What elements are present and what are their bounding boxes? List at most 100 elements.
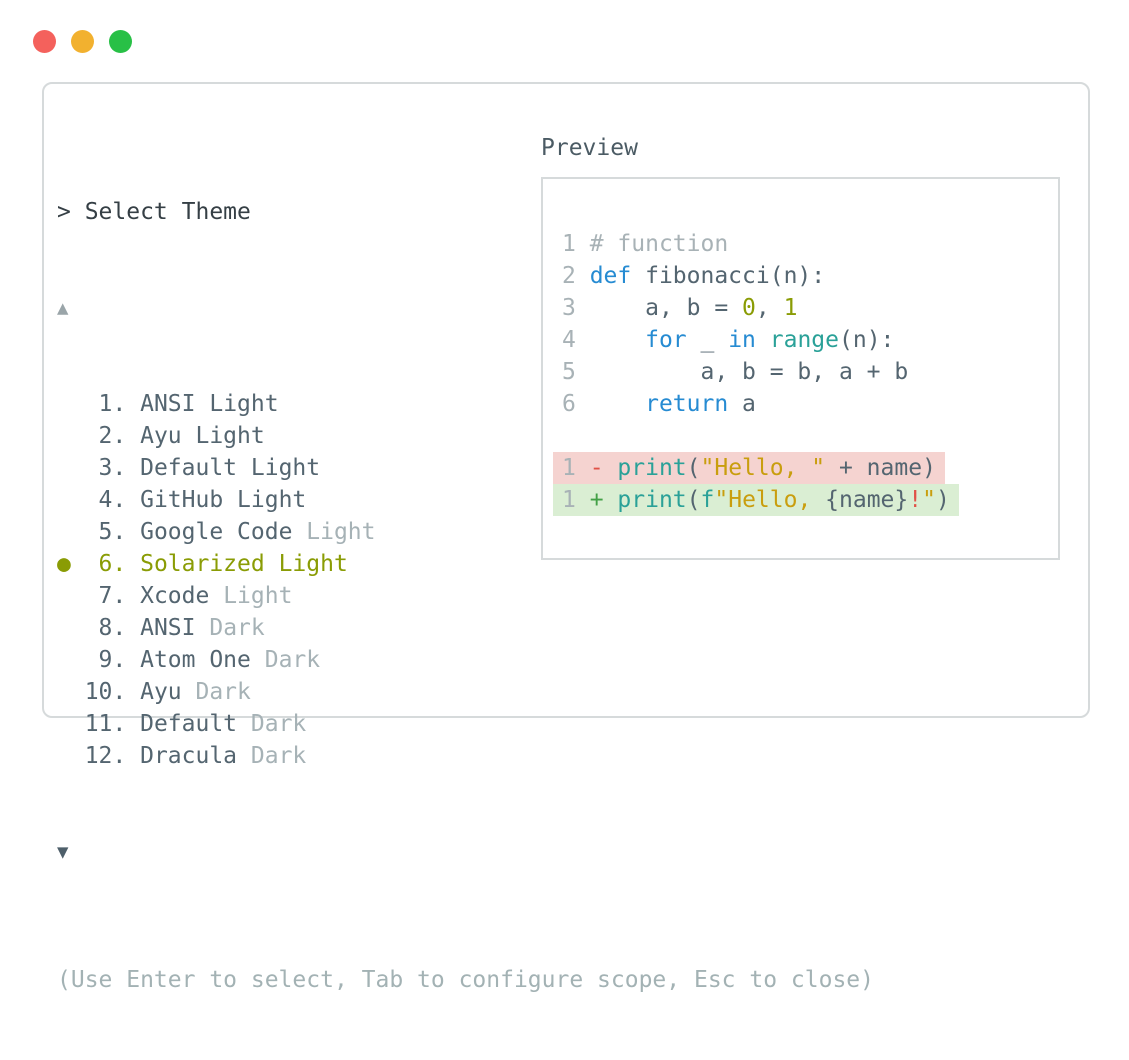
theme-variant: Light <box>306 519 376 545</box>
code-token-str: "Hello, <box>714 487 826 513</box>
bullet-placeholder <box>57 583 85 609</box>
theme-number: 2. <box>84 423 141 449</box>
code-token-plain: {name} <box>825 487 909 513</box>
bullet-placeholder <box>57 711 85 737</box>
theme-variant: Light <box>209 391 279 417</box>
theme-number: 12. <box>84 743 141 769</box>
code-token-fn: print <box>617 455 687 481</box>
bullet-placeholder <box>57 647 85 673</box>
bullet-placeholder <box>57 679 85 705</box>
code-token-kw: return <box>645 391 729 417</box>
code-token-kw: in <box>728 327 756 353</box>
scroll-down-icon[interactable]: ▼ <box>57 841 69 863</box>
diff-highlight-removed: 1 - print("Hello, " + name) <box>553 452 945 484</box>
theme-number: 9. <box>84 647 141 673</box>
theme-number: 5. <box>84 519 141 545</box>
diff-line-removed: 1 - print("Hello, " + name) <box>553 452 1058 484</box>
code-line: 4 for _ in range(n): <box>562 324 1058 356</box>
bullet-placeholder <box>57 519 85 545</box>
theme-option-2[interactable]: 2. Ayu Light <box>57 420 874 452</box>
theme-number: 7. <box>84 583 141 609</box>
line-number: 1 <box>562 231 590 257</box>
bullet-placeholder <box>57 391 85 417</box>
code-token-plain <box>590 391 645 417</box>
theme-name: ANSI <box>140 615 210 641</box>
diff-line-added: 1 + print(f"Hello, {name}!") <box>553 484 1058 516</box>
line-number: 6 <box>562 391 590 417</box>
theme-variant: Light <box>223 583 293 609</box>
code-token-num: 1 <box>783 295 798 321</box>
line-number <box>562 423 590 449</box>
code-token-kw: for <box>645 327 687 353</box>
code-token-fn: range <box>769 327 839 353</box>
code-token-str: " <box>922 487 936 513</box>
theme-variant: Light <box>237 487 307 513</box>
code-token-fn: print <box>617 487 687 513</box>
code-token-plain <box>756 327 770 353</box>
scroll-up-icon[interactable]: ▲ <box>57 297 69 319</box>
select-theme-prompt: > Select Theme <box>57 199 251 225</box>
diff-highlight-added: 1 + print(f"Hello, {name}!") <box>553 484 959 516</box>
code-line: 1 # function <box>562 228 1058 260</box>
theme-variant: Dark <box>250 711 307 737</box>
traffic-light-bar <box>33 30 132 53</box>
code-line <box>562 420 1058 452</box>
code-token-minus: - <box>589 455 618 481</box>
theme-picker-window: > Select Theme ▲ 1. ANSI Light 2. Ayu Li… <box>42 82 1090 993</box>
keyboard-hint: (Use Enter to select, Tab to configure s… <box>57 967 874 993</box>
theme-name: Ayu <box>140 679 196 705</box>
close-button[interactable] <box>33 30 56 53</box>
code-token-plain: fibonacci(n): <box>631 263 826 289</box>
theme-option-7[interactable]: 7. Xcode Light <box>57 580 874 612</box>
theme-name: Ayu <box>140 423 196 449</box>
theme-option-1[interactable]: 1. ANSI Light <box>57 388 874 420</box>
code-token-fn: f <box>700 487 715 513</box>
theme-number: 6. <box>84 551 141 577</box>
theme-variant: Light <box>250 455 321 481</box>
code-token-plain <box>590 327 645 353</box>
theme-number: 8. <box>84 615 141 641</box>
theme-variant: Light <box>195 423 265 449</box>
theme-variant: Dark <box>264 647 321 673</box>
code-token-num: 0 <box>742 295 756 321</box>
theme-variant: Dark <box>209 615 265 641</box>
theme-option-10[interactable]: 10. Ayu Dark <box>57 676 874 708</box>
line-number: 1 <box>562 487 590 513</box>
line-number: 2 <box>562 263 590 289</box>
bullet-placeholder <box>57 615 85 641</box>
theme-option-9[interactable]: 9. Atom One Dark <box>57 644 874 676</box>
theme-number: 11. <box>84 711 141 737</box>
code-line: 2 def fibonacci(n): <box>562 260 1058 292</box>
theme-variant: Dark <box>195 679 251 705</box>
code-token-plain: ( <box>686 487 701 513</box>
theme-name: Dracula <box>140 743 251 769</box>
bullet-placeholder <box>57 487 85 513</box>
line-number: 3 <box>562 295 590 321</box>
minimize-button[interactable] <box>71 30 94 53</box>
theme-variant: Dark <box>250 743 307 769</box>
maximize-button[interactable] <box>109 30 132 53</box>
theme-option-3[interactable]: 3. Default Light <box>57 452 874 484</box>
code-token-plus: + <box>589 487 618 513</box>
theme-option-11[interactable]: 11. Default Dark <box>57 708 874 740</box>
theme-number: 3. <box>84 455 141 481</box>
theme-option-12[interactable]: 12. Dracula Dark <box>57 740 874 772</box>
code-line: 5 a, b = b, a + b <box>562 356 1058 388</box>
line-number: 4 <box>562 327 590 353</box>
theme-option-6[interactable]: ● 6. Solarized Light <box>57 548 874 580</box>
theme-number: 4. <box>84 487 141 513</box>
theme-name: Xcode <box>140 583 224 609</box>
theme-name: Default <box>140 455 251 481</box>
theme-number: 1. <box>84 391 141 417</box>
theme-variant: Light <box>278 551 348 577</box>
code-line: 6 return a <box>562 388 1058 420</box>
theme-option-5[interactable]: 5. Google Code Light <box>57 516 874 548</box>
theme-name: Solarized <box>140 551 279 577</box>
theme-option-4[interactable]: 4. GitHub Light <box>57 484 874 516</box>
theme-name: ANSI <box>140 391 210 417</box>
theme-option-8[interactable]: 8. ANSI Dark <box>57 612 874 644</box>
bullet-placeholder <box>57 423 85 449</box>
